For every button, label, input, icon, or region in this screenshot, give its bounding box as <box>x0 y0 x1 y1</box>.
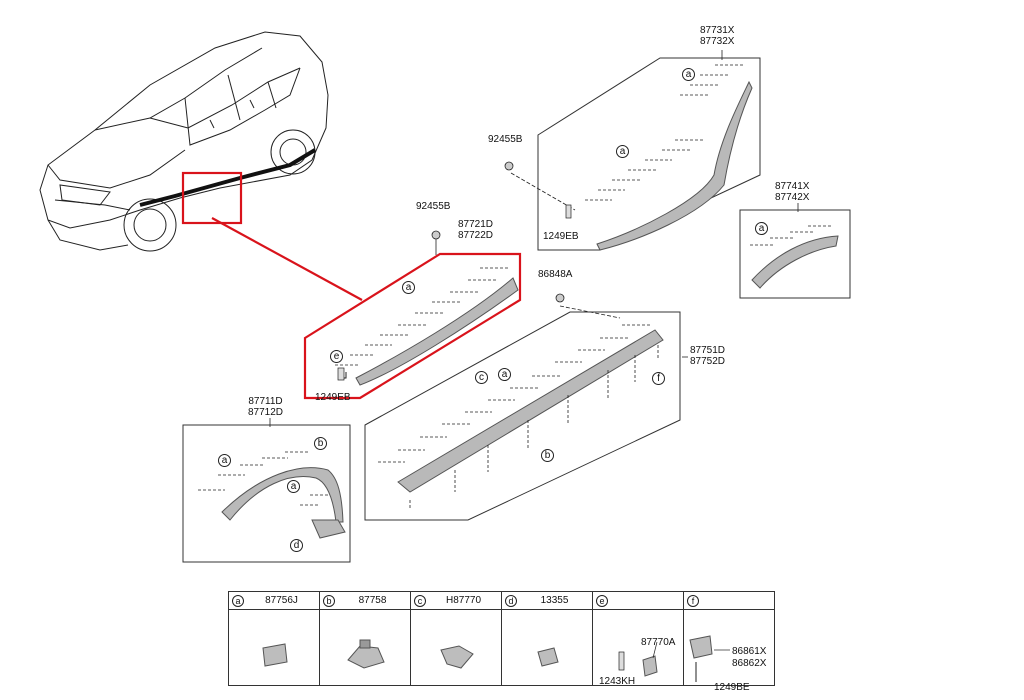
callout-b: b <box>314 437 327 450</box>
callout-a: a <box>755 222 768 235</box>
callout-a: a <box>498 368 511 381</box>
legend-image-b <box>319 609 411 686</box>
legend-letter-d: d <box>505 594 517 607</box>
legend-image-f: 86861X 86862X 1249BE <box>683 609 775 693</box>
label-1249-top: 1249EB <box>543 231 579 242</box>
callout-e: e <box>330 350 343 363</box>
callout-a: a <box>287 480 300 493</box>
legend-part-b: 87758 <box>358 595 387 606</box>
callout-b: b <box>541 449 554 462</box>
garnish-87721 <box>355 277 519 386</box>
legend-part-a: 87756J <box>265 595 298 606</box>
legend-f-part-mid: 86862X <box>732 658 767 669</box>
callout-d: d <box>290 539 303 552</box>
callout-a: a <box>616 145 629 158</box>
garnish-87741 <box>751 235 839 289</box>
legend-image-e: 87770A 1243KH <box>592 609 684 687</box>
legend-part-c: H87770 <box>445 595 482 606</box>
legend-letter-a: a <box>232 594 244 607</box>
callout-c: c <box>475 371 488 384</box>
legend-letter-e: e <box>596 594 608 607</box>
legend-image-c <box>410 609 502 686</box>
legend-f-part-top: 86861X <box>732 646 767 657</box>
garnish-87711 <box>221 467 344 523</box>
callout-a: a <box>682 68 695 81</box>
callout-a: a <box>218 454 231 467</box>
legend-table: a 87756J b 87758 c H87770 d 13355 e f 87770A… <box>228 591 775 693</box>
callout-f: f <box>652 372 665 385</box>
callout-a: a <box>402 281 415 294</box>
legend-part-d: 13355 <box>540 595 569 606</box>
legend-letter-b: b <box>323 594 335 607</box>
legend-e-part-top: 87770A <box>641 637 676 648</box>
label-86848: 86848A <box>538 269 573 280</box>
legend-letter-c: c <box>414 594 426 607</box>
legend-image-d <box>501 609 593 686</box>
label-1249-mid: 1249EB <box>315 392 351 403</box>
car-highlight-box <box>181 171 243 225</box>
garnish-87751 <box>397 329 664 493</box>
car-illustration <box>39 31 329 252</box>
garnish-87731 <box>596 80 753 251</box>
label-92455-mid: 92455B <box>416 201 451 212</box>
legend-f-part-bottom: 1249BE <box>714 682 750 693</box>
legend-image-a <box>228 609 320 686</box>
highlight-box-87721 <box>303 252 522 400</box>
label-92455-top: 92455B <box>488 134 523 145</box>
legend-letter-f: f <box>687 594 699 607</box>
legend-e-part-bottom: 1243KH <box>599 676 636 687</box>
